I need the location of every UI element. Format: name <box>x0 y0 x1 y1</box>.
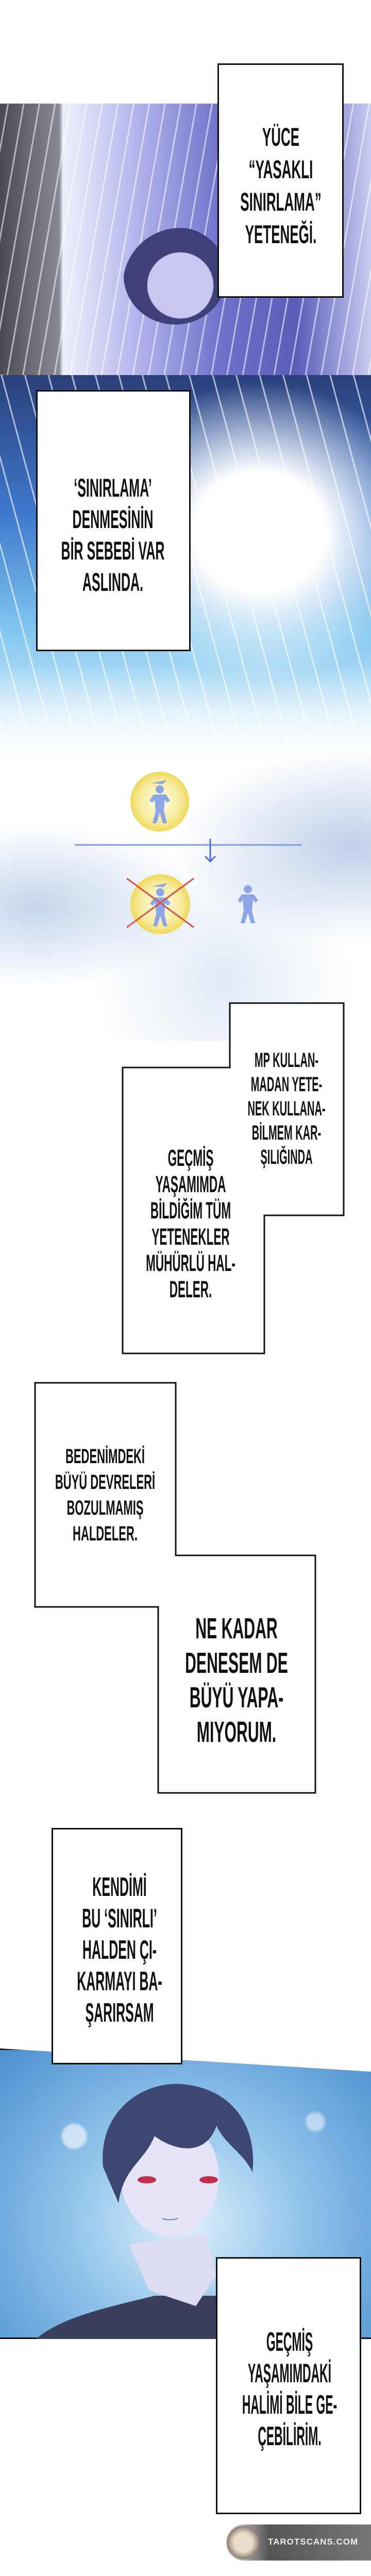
caption-box <box>36 390 191 651</box>
caption-text: YÜCE “YASAKLI SINIRLAMA” YETENEĞİ. <box>200 121 361 251</box>
arrow-down-icon <box>204 839 216 863</box>
caption-line: KENDİMİ <box>92 1872 147 1902</box>
caption-line: GEÇMİŞ <box>266 2327 313 2357</box>
caption-line: YAŞAMIMDA <box>155 1171 226 1197</box>
eye-left <box>138 2176 156 2183</box>
skill-seal-diagram <box>75 772 302 934</box>
caption-line: MIYORUM. <box>196 1716 277 1749</box>
caption-line: BEDENİMDEKİ <box>65 1445 145 1468</box>
caption-line: BİR SEBEBİ VAR <box>61 536 165 565</box>
caption-line: “YASAKLI <box>248 155 313 184</box>
caption-box <box>52 1828 182 2064</box>
caption-line: BÜYÜ DEVRELERİ <box>55 1471 156 1494</box>
watermark-logo-icon <box>227 2526 260 2559</box>
caption-line: BÜYÜ YAPA- <box>189 1681 284 1714</box>
caption-text: GEÇMİŞ YAŞAMIMDAKİ HALİMİ BİLE GE- ÇEBİL… <box>222 2327 358 2452</box>
mage-figure-glowing <box>130 772 189 832</box>
watermark-text: TAROTSCANS.COM <box>268 2537 359 2547</box>
caption-line: ‘SINIRLAMA’ <box>74 473 152 502</box>
caption-line: HALDELER. <box>73 1522 138 1545</box>
caption-line: NEK KULLANA- <box>247 1097 326 1120</box>
caption-line: ÇEBİLİRİM. <box>258 2421 322 2451</box>
caption-text: ‘SINIRLAMA’ DENMESİNİN BİR SEBEBİ VAR AS… <box>36 472 190 598</box>
caption-line: MÜHÜRLÜ HAL- <box>146 1250 235 1276</box>
caption-line: ASLINDA. <box>82 568 144 597</box>
caption-line: HALDEN ÇI- <box>82 1935 157 1965</box>
caption-text: GEÇMİŞ YAŞAMIMDA BİLDİĞİM TÜM YETENEKLER… <box>113 1145 268 1302</box>
caption-line: GEÇMİŞ <box>167 1145 214 1171</box>
caption-line: DENMESİNİN <box>72 505 154 534</box>
caption-line: DELER. <box>169 1276 212 1302</box>
character-head-art <box>124 227 227 325</box>
caption-box-combined <box>34 1382 316 1794</box>
caption-box <box>217 63 344 298</box>
caption-line: ŞILIĞINDA <box>260 1146 313 1168</box>
caption-line: BİLDİĞİM TÜM <box>150 1197 231 1224</box>
caption-line: KARMAYI BA- <box>77 1967 162 1996</box>
caption-line: SINIRLAMA” <box>240 188 322 216</box>
caption-line: BOZULMAMIŞ <box>66 1497 144 1519</box>
caption-line: MADAN YETE- <box>250 1073 323 1096</box>
caption-line: YETENEĞİ. <box>245 220 317 249</box>
caption-line: HALİMİ BİLE GE- <box>242 2390 338 2420</box>
caption-line: NE KADAR <box>195 1612 278 1645</box>
caption-line: BİLMEM KAR- <box>251 1122 322 1144</box>
mage-figure-crossed-out <box>126 874 194 934</box>
caption-line: YAŞAMIMDAKİ <box>248 2359 331 2388</box>
caption-line: YETENEKLER <box>151 1224 230 1250</box>
caption-box-combined <box>122 1002 345 1354</box>
caption-text: MP KULLAN- MADAN YETE- NEK KULLANA- BİLM… <box>209 1048 364 1170</box>
plain-figure <box>238 885 258 923</box>
caption-text: NE KADAR DENESEM DE BÜYÜ YAPA- MIYORUM. <box>155 1612 318 1750</box>
caption-text: KENDİMİ BU ‘SINIRLI’ HALDEN ÇI- KARMAYI … <box>45 1872 194 2029</box>
caption-text: BEDENİMDEKİ BÜYÜ DEVRELERİ BOZULMAMIŞ HA… <box>20 1444 190 1547</box>
caption-line: BU ‘SINIRLI’ <box>82 1904 157 1934</box>
caption-line: YÜCE <box>262 123 300 151</box>
caption-box <box>216 2257 361 2514</box>
eye-right <box>199 2176 218 2183</box>
caption-line: MP KULLAN- <box>254 1049 319 1072</box>
caption-line: ŞARIRSAM <box>85 1998 154 2028</box>
caption-line: DENESEM DE <box>185 1647 288 1680</box>
